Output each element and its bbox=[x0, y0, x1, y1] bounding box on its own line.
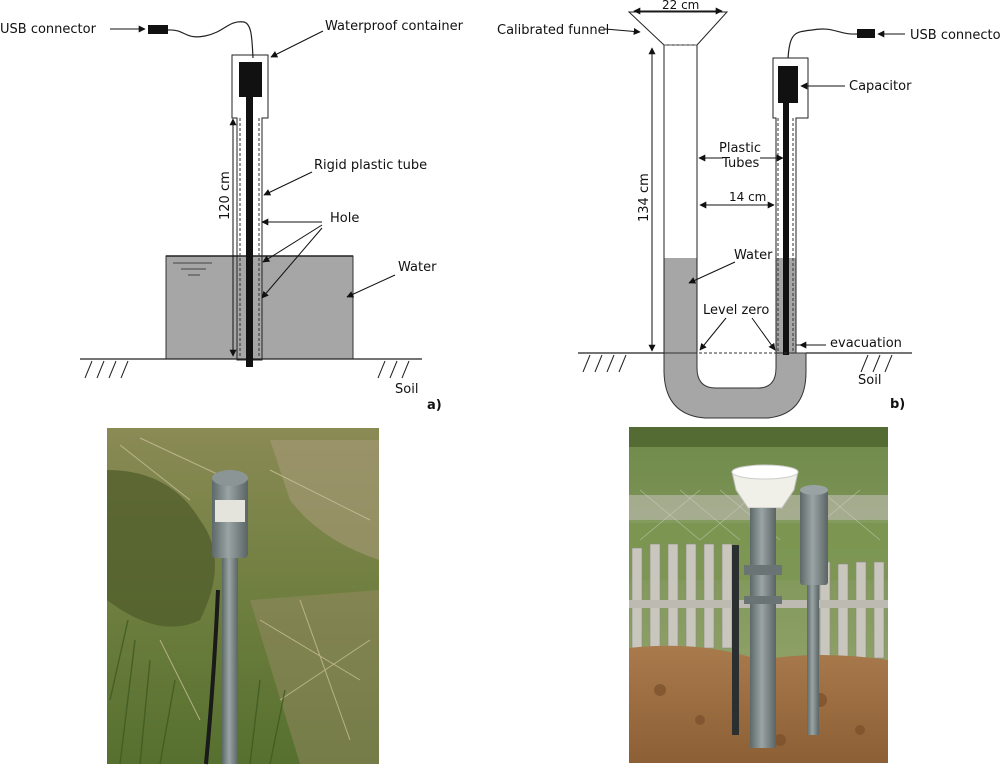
label-usb-connector-b: USB connector bbox=[910, 28, 1000, 43]
label-funnel-width: 22 cm bbox=[662, 0, 699, 12]
panel-b-diagram: Calibrated funnel 22 cm USB connector Ca… bbox=[497, 0, 1000, 419]
panel-letter-a: a) bbox=[427, 398, 442, 413]
label-capacitor: Capacitor bbox=[849, 79, 912, 94]
funnel bbox=[627, 11, 729, 46]
photo-rain-gauge-installation bbox=[629, 427, 888, 763]
water-column-left bbox=[664, 258, 697, 353]
label-rigid-plastic-tube: Rigid plastic tube bbox=[314, 158, 427, 173]
label-spacing: 14 cm bbox=[729, 190, 766, 204]
ground-hatching-b bbox=[582, 354, 893, 373]
label-soil-b: Soil bbox=[858, 373, 881, 388]
sensor-pipe-photo bbox=[222, 558, 238, 764]
container-outline bbox=[231, 54, 269, 361]
label-soil-a: Soil bbox=[395, 382, 418, 397]
label-level-zero: Level zero bbox=[703, 303, 769, 318]
photo-sensor-in-grass bbox=[107, 428, 379, 765]
label-hole: Hole bbox=[330, 211, 359, 226]
label-plastic-tubes-2: Tubes bbox=[721, 156, 759, 171]
capacitor-b bbox=[778, 66, 798, 103]
label-plastic-tubes-1: Plastic bbox=[719, 141, 761, 156]
main-pipe-photo bbox=[750, 508, 776, 748]
ground-hatching bbox=[84, 360, 410, 379]
panel-letter-b: b) bbox=[890, 397, 905, 412]
sensor-tube-photo bbox=[800, 490, 828, 585]
label-calibrated-funnel: Calibrated funnel bbox=[497, 23, 609, 38]
rigid-rod bbox=[246, 97, 253, 367]
sensor-label-sticker bbox=[215, 500, 245, 522]
label-evacuation: evacuation bbox=[830, 336, 902, 351]
label-length-a: 120 cm bbox=[218, 171, 233, 220]
label-usb-connector-a: USB connector bbox=[0, 22, 97, 37]
label-waterproof-container: Waterproof container bbox=[325, 19, 464, 34]
u-bend bbox=[663, 352, 807, 419]
panel-a-diagram: USB connector Waterproof container Rigid… bbox=[0, 19, 464, 413]
label-water-b: Water bbox=[734, 248, 773, 263]
label-water-a: Water bbox=[398, 260, 437, 275]
probe-rod-b bbox=[783, 103, 789, 355]
capacitor-block bbox=[239, 62, 262, 97]
usb-plug-b bbox=[857, 29, 875, 38]
label-length-b: 134 cm bbox=[637, 173, 652, 222]
usb-plug-a bbox=[148, 25, 168, 34]
